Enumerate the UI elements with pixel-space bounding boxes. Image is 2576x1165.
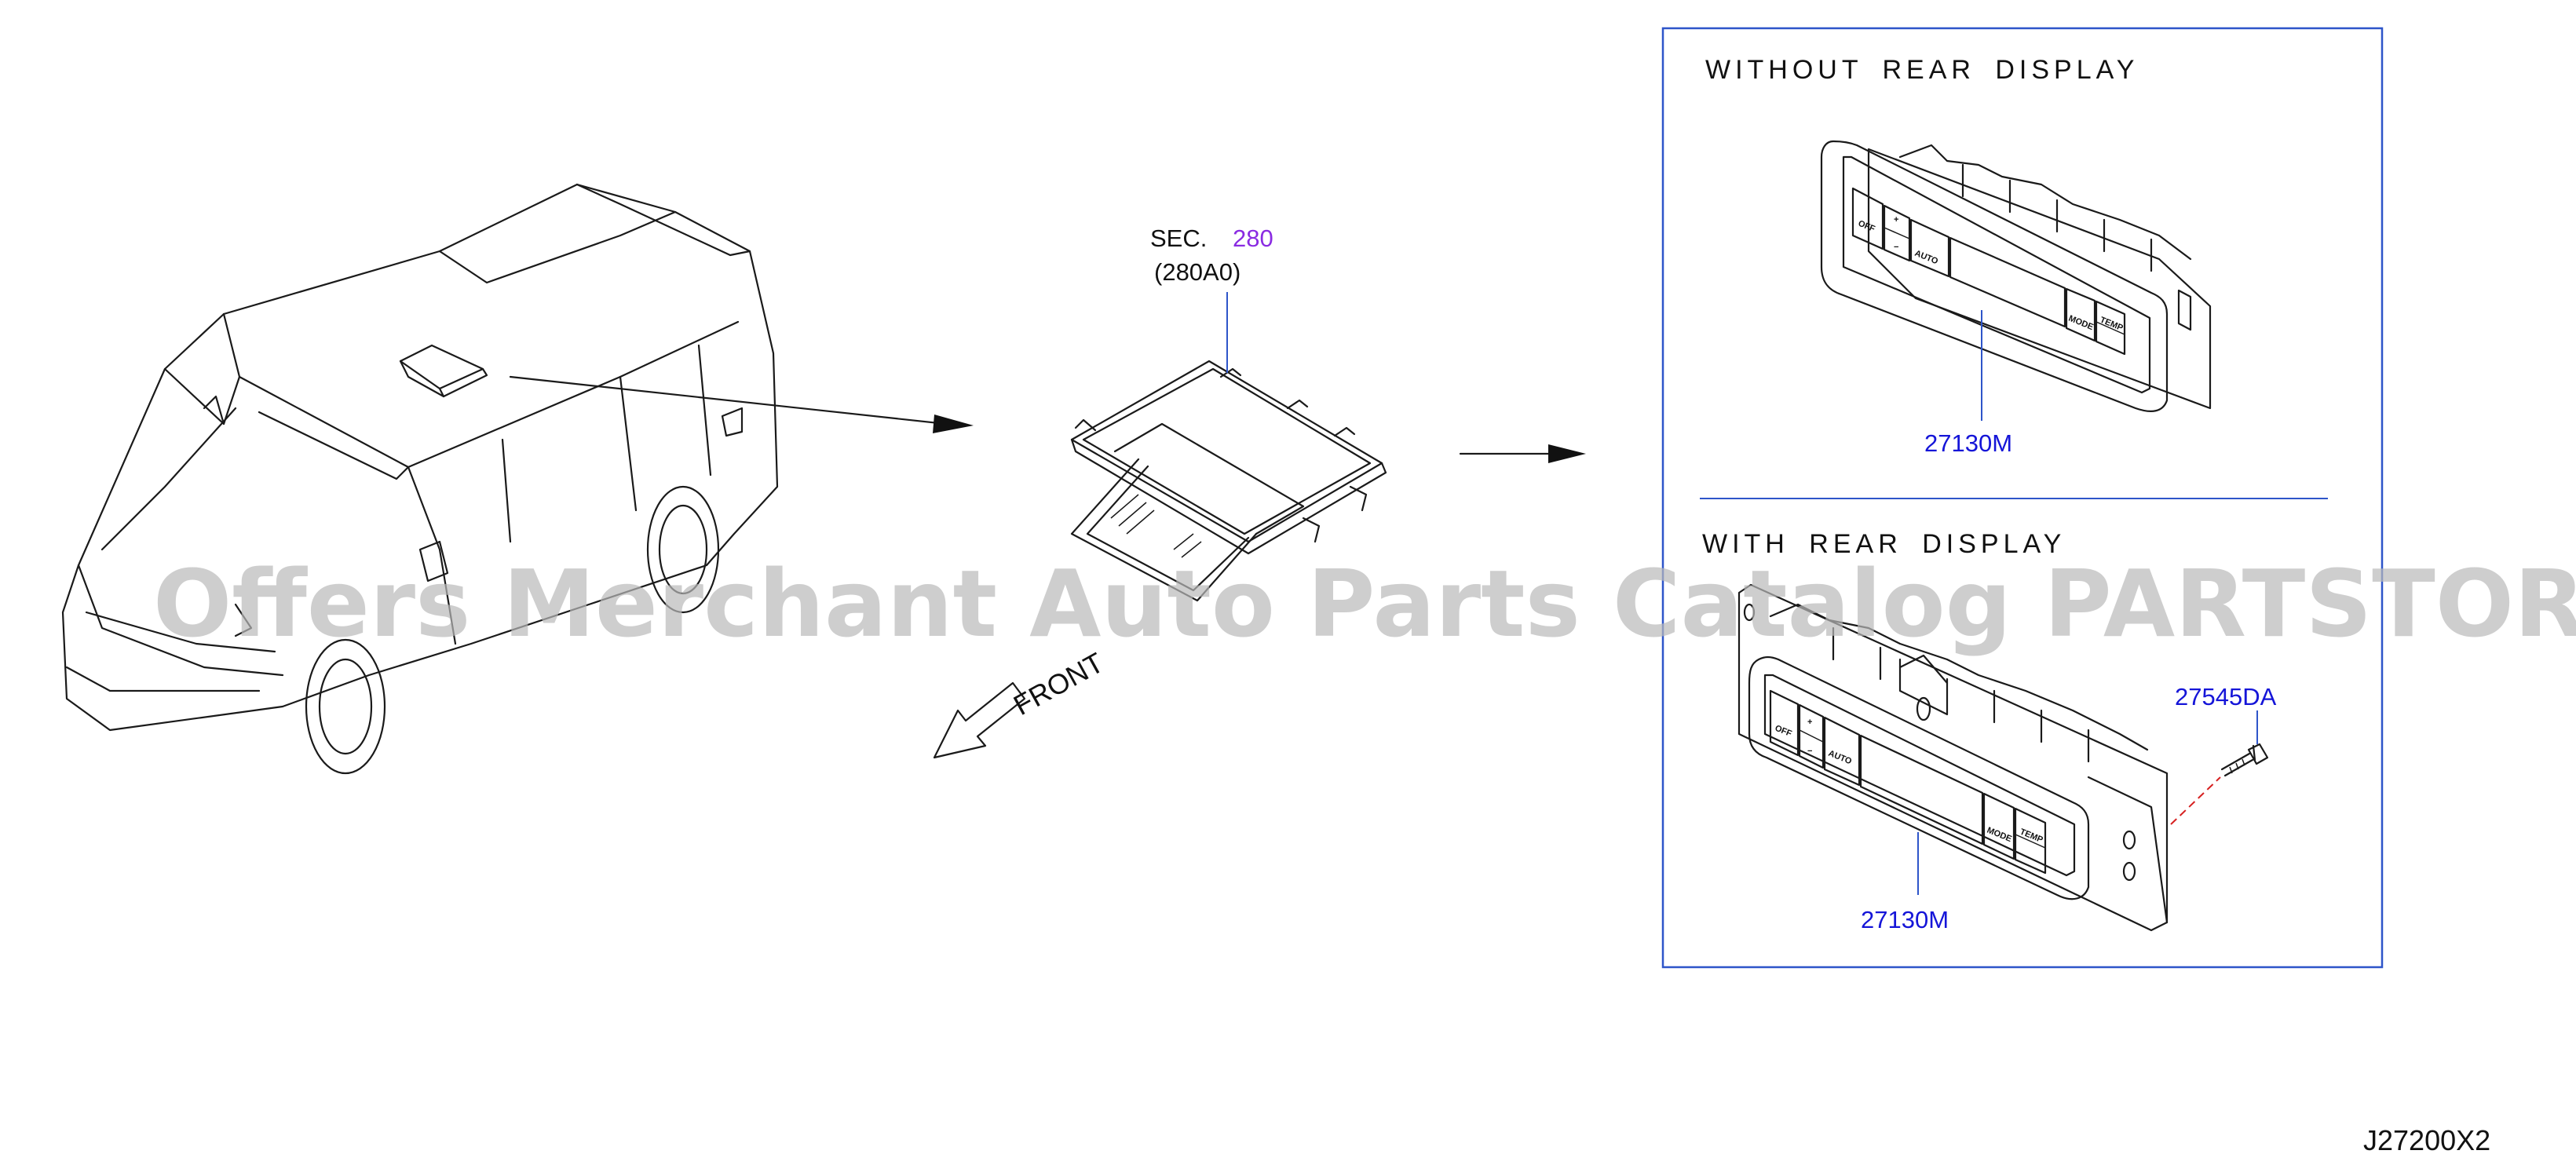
sec-number[interactable]: 280 (1233, 225, 1273, 252)
without-rear-display-header: WITHOUT REAR DISPLAY (1705, 55, 2139, 85)
auto-button-label-rear: AUTO (1827, 749, 1854, 767)
temp-button-label: TEMP (2099, 316, 2125, 334)
minus-button-label: − (1894, 243, 1898, 252)
control-unit-without-rear: OFF AUTO MODE TEMP + − (1820, 140, 2212, 412)
overhead-console-assembly (1070, 360, 1387, 602)
plus-button-label: + (1894, 215, 1898, 225)
mode-button-label-rear: MODE (1986, 826, 2013, 844)
pointer-arrow-1 (509, 375, 974, 433)
section-reference: SEC. 280 (280A0) (1150, 225, 1273, 373)
part-number-control-upper[interactable]: 27130M (1924, 429, 2012, 457)
with-rear-display-header: WITH REAR DISPLAY (1702, 529, 2066, 559)
off-button-label: OFF (1857, 219, 1876, 234)
plus-button-label-rear: + (1807, 718, 1812, 727)
vehicle-illustration (61, 183, 779, 775)
part-number-control-lower[interactable]: 27130M (1861, 906, 1949, 933)
off-button-label-rear: OFF (1774, 724, 1793, 739)
part-number-screw[interactable]: 27545DA (2175, 683, 2277, 710)
sec-prefix: SEC. (1150, 225, 1207, 252)
diagram-code: J27200X2 (2363, 1124, 2490, 1156)
front-direction-indicator: FRONT (933, 646, 1109, 759)
screw-fastener (2170, 743, 2269, 825)
watermark-text: Offers Merchant Auto Parts Catalog PARTS… (153, 550, 2576, 658)
sec-sub-number: (280A0) (1154, 258, 1240, 286)
pointer-arrow-2 (1459, 444, 1586, 463)
control-unit-with-rear: OFF AUTO MODE TEMP + − (1737, 583, 2169, 932)
minus-button-label-rear: − (1807, 747, 1812, 756)
variant-frame (1661, 27, 2384, 969)
